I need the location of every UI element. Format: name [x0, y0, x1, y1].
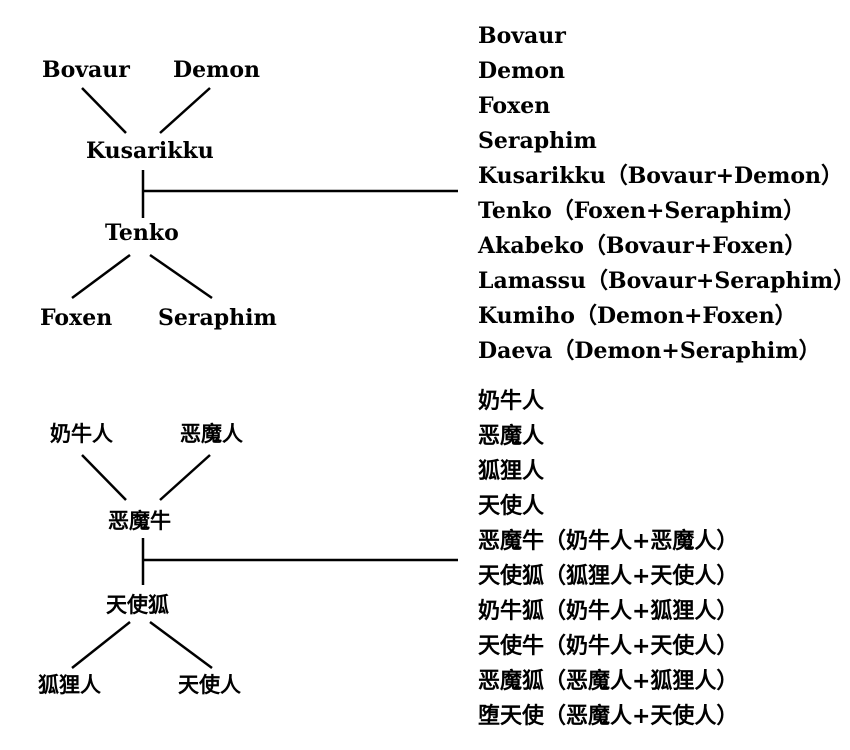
edge-cn-tenko-foxen	[71, 621, 131, 669]
node-cn-foxen: 狐狸人	[38, 673, 101, 697]
edge-bovaur-kusarikku	[81, 87, 127, 134]
list-item: Daeva（Demon+Seraphim）	[478, 338, 821, 364]
list-item: 恶魔狐（恶魔人+狐狸人）	[478, 669, 739, 694]
list-item: 恶魔人	[478, 424, 545, 449]
list-item: Seraphim	[478, 128, 597, 154]
list-item: 天使人	[478, 494, 545, 519]
list-item: Demon	[478, 58, 566, 84]
list-item: Akabeko（Bovaur+Foxen）	[478, 233, 807, 259]
node-cn-tenko: 天使狐	[106, 593, 169, 617]
edge-tenko-foxen	[71, 253, 131, 300]
node-seraphim: Seraphim	[158, 305, 277, 331]
list-item: Foxen	[478, 93, 551, 119]
node-demon: Demon	[173, 57, 261, 83]
edge-cn-bovaur-kusarikku	[81, 454, 127, 501]
list-item: 狐狸人	[478, 459, 545, 484]
edge-cn-demon-kusarikku	[159, 454, 211, 501]
list-item: Kumiho（Demon+Foxen）	[478, 303, 797, 329]
list-item: Lamassu（Bovaur+Seraphim）	[478, 268, 850, 294]
node-cn-seraphim: 天使人	[178, 673, 241, 697]
node-bovaur: Bovaur	[42, 57, 130, 83]
list-item: 恶魔牛（奶牛人+恶魔人）	[478, 529, 739, 554]
node-kusarikku: Kusarikku	[86, 138, 214, 164]
node-cn-demon: 恶魔人	[180, 422, 243, 446]
edge-demon-kusarikku	[159, 87, 211, 134]
list-item: 堕天使（恶魔人+天使人）	[478, 704, 739, 729]
edge-cn-tenko-seraphim	[149, 620, 213, 670]
node-foxen: Foxen	[40, 305, 113, 331]
node-tenko: Tenko	[105, 220, 179, 246]
list-item: 天使牛（奶牛人+天使人）	[478, 634, 739, 659]
node-cn-bovaur: 奶牛人	[50, 422, 113, 446]
list-item: Tenko（Foxen+Seraphim）	[478, 198, 806, 224]
node-cn-kusarikku: 恶魔牛	[108, 509, 171, 533]
list-item: 奶牛狐（奶牛人+狐狸人）	[478, 599, 739, 624]
edge-tenko-seraphim	[149, 253, 213, 300]
list-item: 天使狐（狐狸人+天使人）	[478, 564, 739, 589]
list-item: Bovaur	[478, 23, 566, 49]
list-item: Kusarikku（Bovaur+Demon）	[478, 163, 844, 189]
list-item: 奶牛人	[478, 389, 545, 414]
